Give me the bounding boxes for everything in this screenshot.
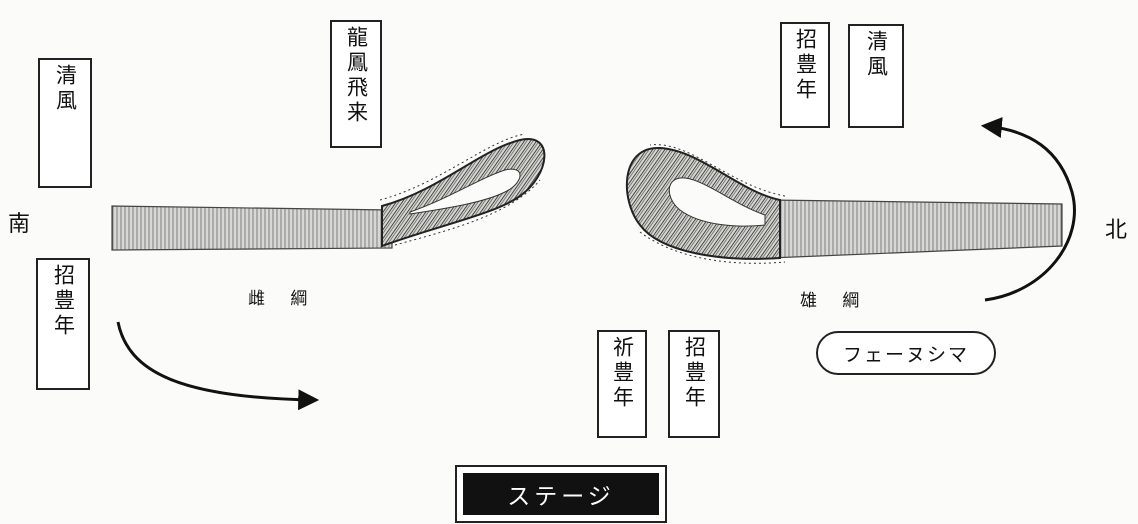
banner-text: 清風 <box>53 64 78 114</box>
banner-shohounen-left: 招豊年 <box>36 258 90 390</box>
banner-ryuho-hirai: 龍鳳飛来 <box>330 20 382 148</box>
banner-shohounen-top-right: 招豊年 <box>780 22 830 128</box>
direction-south: 南 <box>8 212 31 237</box>
banner-seifu-left: 清風 <box>38 58 92 188</box>
banner-text: 祈豊年 <box>610 336 635 411</box>
banner-text: 龍鳳飛来 <box>344 26 369 126</box>
place-label-fenushima: フェーヌシマ <box>816 331 996 375</box>
banner-shohounen-bottom: 招豊年 <box>668 330 720 438</box>
direction-north: 北 <box>1105 218 1128 243</box>
male-rope-label: 雄 綱 <box>800 291 870 311</box>
banner-seifu-right: 清風 <box>848 24 904 128</box>
banner-text: 清風 <box>864 30 889 80</box>
banner-text: 招豊年 <box>682 336 707 411</box>
stage-label: ステージ <box>463 473 659 515</box>
female-rope <box>111 133 546 251</box>
banner-text: 招豊年 <box>51 264 76 339</box>
male-rope <box>625 144 1063 264</box>
arrow-east <box>116 321 320 411</box>
arrow-north-curve <box>980 117 1076 302</box>
stage-box: ステージ <box>455 465 667 523</box>
banner-text: 招豊年 <box>793 28 818 103</box>
female-rope-label: 雌 綱 <box>248 289 318 309</box>
banner-kihounen: 祈豊年 <box>597 330 647 438</box>
